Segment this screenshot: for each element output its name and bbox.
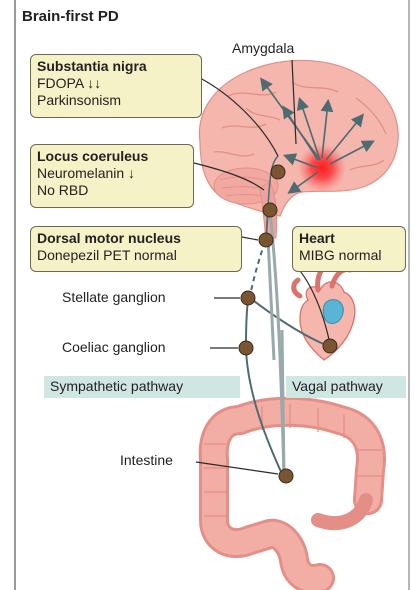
coeliac-ganglion-label: Coeliac ganglion [62, 339, 166, 355]
substantia-nigra-box: Substantia nigra FDOPA ↓↓ Parkinsonism [30, 54, 202, 118]
heart-heading: Heart [299, 230, 399, 247]
sympathetic-pathway-band: Sympathetic pathway [44, 376, 240, 398]
dorsal-motor-line-1: Donepezil PET normal [37, 247, 235, 264]
dorsal-motor-heading: Dorsal motor nucleus [37, 230, 235, 247]
intestine-label: Intestine [120, 452, 173, 468]
figure-title: Brain-first PD [22, 8, 119, 25]
heart-box: Heart MIBG normal [292, 226, 406, 272]
brain-illustration [199, 60, 398, 240]
substantia-nigra-line-1: FDOPA ↓↓ [37, 75, 195, 92]
node-coeliac-ganglion [239, 341, 253, 355]
vagal-pathway-band: Vagal pathway [286, 376, 406, 398]
substantia-nigra-line-2: Parkinsonism [37, 92, 195, 109]
node-intestine [279, 469, 293, 483]
locus-coeruleus-line-2: No RBD [37, 182, 187, 199]
intestine-illustration [204, 404, 382, 579]
substantia-nigra-heading: Substantia nigra [37, 58, 195, 75]
stellate-ganglion-label: Stellate ganglion [62, 289, 166, 305]
node-heart [323, 339, 337, 353]
node-stellate-ganglion [241, 291, 255, 305]
amygdala-label: Amygdala [232, 40, 294, 56]
locus-coeruleus-line-1: Neuromelanin ↓ [37, 165, 187, 182]
heart-line-1: MIBG normal [299, 247, 399, 264]
dorsal-motor-nucleus-box: Dorsal motor nucleus Donepezil PET norma… [30, 226, 242, 272]
node-dorsal-motor [259, 233, 273, 247]
locus-coeruleus-heading: Locus coeruleus [37, 148, 187, 165]
node-locus-coeruleus [263, 203, 277, 217]
locus-coeruleus-box: Locus coeruleus Neuromelanin ↓ No RBD [30, 144, 194, 208]
node-substantia-nigra [271, 165, 285, 179]
